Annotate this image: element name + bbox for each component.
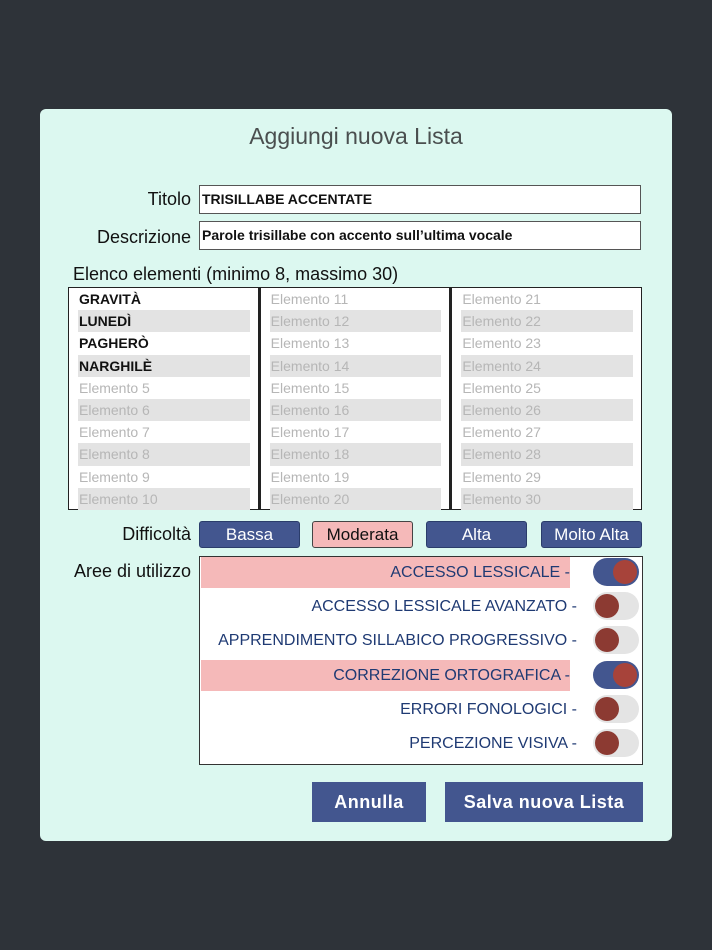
usage-area-toggle[interactable] <box>593 729 639 757</box>
element-cell[interactable]: Elemento 12 <box>269 310 442 333</box>
difficulty-moderata-button[interactable]: Moderata <box>312 521 413 548</box>
toggle-knob <box>613 560 637 584</box>
element-cell[interactable]: Elemento 28 <box>461 443 634 466</box>
usage-area-row: APPRENDIMENTO SILLABICO PROGRESSIVO - <box>200 625 642 656</box>
elements-column-2: Elemento 11 Elemento 12 Elemento 13 Element… <box>261 288 453 510</box>
usage-area-label: APPRENDIMENTO SILLABICO PROGRESSIVO - <box>218 632 577 649</box>
element-cell[interactable]: Elemento 30 <box>461 487 634 510</box>
element-cell[interactable]: Elemento 25 <box>462 379 541 396</box>
add-list-dialog: Aggiungi nuova Lista Titolo TRISILLABE A… <box>40 109 672 841</box>
element-cell[interactable]: Elemento 10 <box>78 487 250 510</box>
element-cell[interactable]: LUNEDÌ <box>78 310 250 333</box>
usage-area-row: CORREZIONE ORTOGRAFICA - <box>200 660 642 691</box>
usage-area-label: ACCESSO LESSICALE AVANZATO - <box>311 598 577 615</box>
descrizione-field[interactable]: Parole trisillabe con accento sull’ultim… <box>199 221 641 250</box>
element-cell[interactable]: Elemento 9 <box>79 468 150 485</box>
difficolta-label: Difficoltà <box>122 524 191 544</box>
aree-label: Aree di utilizzo <box>73 561 191 581</box>
usage-area-highlight <box>201 660 570 691</box>
element-cell[interactable]: Elemento 8 <box>78 443 250 466</box>
annulla-button[interactable]: Annulla <box>312 782 426 822</box>
usage-area-row: ERRORI FONOLOGICI - <box>200 694 642 725</box>
usage-areas-list: ACCESSO LESSICALE - ACCESSO LESSICALE AVA… <box>199 556 643 765</box>
element-cell[interactable]: Elemento 15 <box>270 379 350 396</box>
toggle-knob <box>595 594 619 618</box>
element-cell[interactable]: Elemento 29 <box>462 468 541 485</box>
titolo-field[interactable]: TRISILLABE ACCENTATE <box>199 185 641 214</box>
element-cell[interactable]: Elemento 11 <box>270 291 349 307</box>
elements-column-3: Elemento 21 Elemento 22 Elemento 23 Element… <box>452 288 641 510</box>
usage-area-toggle[interactable] <box>593 558 639 586</box>
usage-area-label: CORREZIONE ORTOGRAFICA - <box>333 667 570 684</box>
element-cell[interactable]: Elemento 24 <box>461 354 634 377</box>
usage-area-label: ACCESSO LESSICALE - <box>390 564 570 581</box>
element-cell[interactable]: Elemento 21 <box>462 291 541 307</box>
element-cell[interactable]: Elemento 20 <box>269 487 442 510</box>
element-cell[interactable]: Elemento 13 <box>270 335 350 352</box>
element-cell[interactable]: Elemento 19 <box>270 468 350 485</box>
difficulty-bassa-button[interactable]: Bassa <box>199 521 300 548</box>
element-cell[interactable]: Elemento 22 <box>461 310 634 333</box>
element-cell[interactable]: NARGHILÈ <box>78 354 250 377</box>
toggle-knob <box>613 663 637 687</box>
element-cell[interactable]: Elemento 26 <box>461 398 634 422</box>
elements-column-1: GRAVITÀ LUNEDÌ PAGHERÒ NARGHILÈ Elemento 5 El… <box>69 288 261 510</box>
usage-area-label: ERRORI FONOLOGICI - <box>400 701 577 718</box>
toggle-knob <box>595 697 619 721</box>
salva-nuova-lista-button[interactable]: Salva nuova Lista <box>445 782 643 822</box>
element-cell[interactable]: GRAVITÀ <box>79 291 141 307</box>
usage-area-row: ACCESSO LESSICALE - <box>200 557 642 588</box>
elements-grid: GRAVITÀ LUNEDÌ PAGHERÒ NARGHILÈ Elemento 5 El… <box>68 287 642 510</box>
usage-area-row: PERCEZIONE VISIVA - <box>200 728 642 759</box>
usage-area-row: ACCESSO LESSICALE AVANZATO - <box>200 591 642 622</box>
usage-area-toggle[interactable] <box>593 592 639 620</box>
usage-area-toggle[interactable] <box>593 661 639 689</box>
element-cell[interactable]: Elemento 5 <box>79 379 150 396</box>
element-cell[interactable]: Elemento 6 <box>78 398 250 422</box>
difficulty-molto-alta-button[interactable]: Molto Alta <box>541 521 642 548</box>
difficulty-alta-button[interactable]: Alta <box>426 521 527 548</box>
usage-area-label: PERCEZIONE VISIVA - <box>409 735 577 752</box>
elenco-label: Elenco elementi (minimo 8, massimo 30) <box>73 264 399 284</box>
element-cell[interactable]: Elemento 23 <box>462 335 541 352</box>
element-cell[interactable]: Elemento 14 <box>269 354 442 377</box>
dialog-title: Aggiungi nuova Lista <box>249 123 463 149</box>
element-cell[interactable]: PAGHERÒ <box>79 335 149 352</box>
toggle-knob <box>595 628 619 652</box>
element-cell[interactable]: Elemento 16 <box>269 398 442 422</box>
element-cell[interactable]: Elemento 7 <box>79 424 150 441</box>
titolo-label: Titolo <box>147 189 191 209</box>
element-cell[interactable]: Elemento 18 <box>269 443 442 466</box>
usage-area-toggle[interactable] <box>593 626 639 654</box>
usage-area-highlight <box>201 557 570 588</box>
descrizione-label: Descrizione <box>96 227 191 247</box>
element-cell[interactable]: Elemento 17 <box>270 424 350 441</box>
usage-area-toggle[interactable] <box>593 695 639 723</box>
element-cell[interactable]: Elemento 27 <box>462 424 541 441</box>
toggle-knob <box>595 731 619 755</box>
